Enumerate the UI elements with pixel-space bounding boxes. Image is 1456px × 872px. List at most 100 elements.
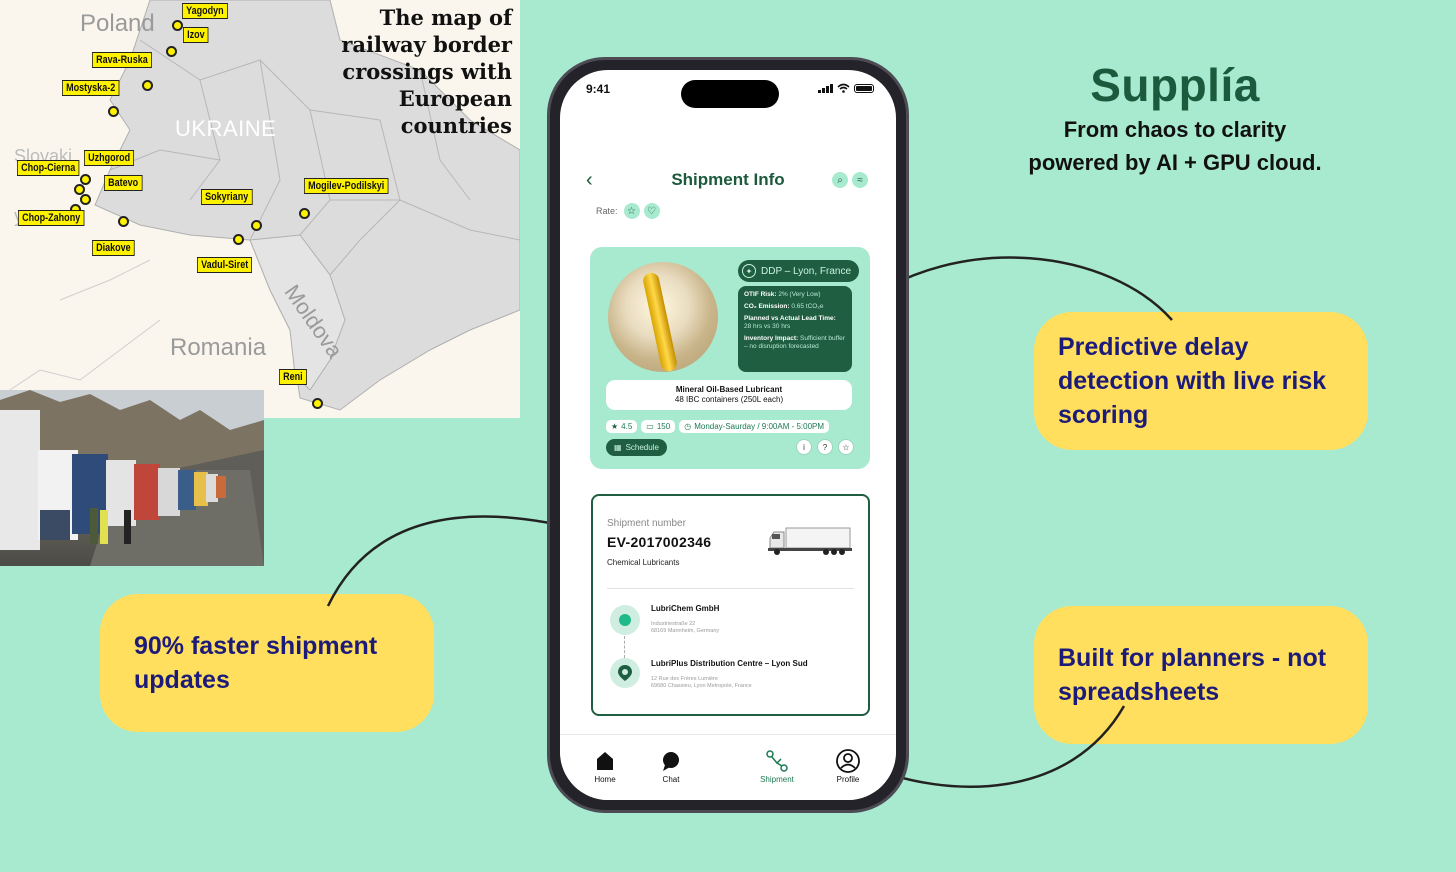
- destination-name: LubriPlus Distribution Centre – Lyon Sud: [651, 659, 808, 668]
- schedule-button[interactable]: ▦ Schedule: [606, 439, 667, 456]
- nav-actions: ⌕ ≈: [832, 172, 868, 188]
- profile-icon: [836, 749, 860, 773]
- heart-icon[interactable]: ♡: [643, 203, 660, 219]
- back-chevron-icon[interactable]: ‹: [586, 169, 593, 191]
- origin-stop: LubriChem GmbH Industriestraße 22 68169 …: [651, 604, 719, 635]
- info-icon[interactable]: i: [796, 439, 812, 455]
- incoterm-badge: ✦ DDP – Lyon, France: [738, 260, 860, 282]
- crossing-label: Chop-Zahony: [18, 210, 85, 226]
- product-quantity: 48 IBC containers (250L each): [674, 395, 784, 404]
- callout-faster-updates: 90% faster shipment updates: [100, 594, 434, 732]
- filter-icon[interactable]: ≈: [852, 172, 868, 188]
- opening-hours: Monday-Saurday / 9:00AM - 5:00PM: [694, 422, 825, 431]
- destination-address-1: 12 Rue des Frères Lumière: [651, 676, 718, 682]
- tab-home[interactable]: Home: [580, 749, 630, 784]
- country-label-ukraine: UKRAINE: [175, 116, 277, 141]
- schedule-label: Schedule: [625, 443, 659, 452]
- rate-row: Rate: ☆ ♡: [596, 203, 660, 219]
- co2-label: CO₂ Emission:: [744, 303, 790, 310]
- status-icons: [818, 83, 874, 93]
- app-screen: 9:41 ‹ Shipment Info ⌕ ≈ Rate: ☆ ♡ ✦ DDP…: [560, 70, 896, 800]
- callout-text: Predictive delay detection with live ris…: [1058, 333, 1327, 429]
- dynamic-island: [681, 80, 779, 108]
- callout-text: Built for planners - not spreadsheets: [1058, 644, 1327, 706]
- signal-icon: [818, 83, 833, 93]
- chat-icon: [663, 752, 679, 771]
- star-icon[interactable]: ☆: [623, 203, 640, 219]
- page-title: Shipment Info: [671, 170, 785, 189]
- country-label-poland: Poland: [80, 10, 155, 37]
- origin-pin-icon: [610, 605, 640, 635]
- incoterm-text: DDP – Lyon, France: [761, 265, 852, 277]
- crossing-label: Izov: [183, 27, 209, 43]
- search-icon[interactable]: ⌕: [832, 172, 848, 188]
- crossing-label: Diakove: [92, 240, 135, 256]
- tab-label: Home: [594, 775, 616, 784]
- product-name-box: Mineral Oil-Based Lubricant 48 IBC conta…: [606, 380, 852, 410]
- crossing-label: Vadul-Siret: [197, 257, 253, 273]
- crossing-dot: [142, 80, 153, 91]
- crossing-dot: [312, 398, 323, 409]
- shipment-card[interactable]: Shipment number EV-2017002346 Chemical L…: [591, 494, 870, 716]
- star-icon[interactable]: ☆: [838, 439, 854, 455]
- tab-bar: Home Chat Shipment Profile: [560, 734, 896, 800]
- truck-queue-photo: [0, 390, 264, 566]
- reviews-count: 150: [656, 422, 671, 431]
- home-icon: [597, 752, 613, 770]
- crossing-label: Uzhgorod: [84, 150, 135, 166]
- crossing-label: Sokyriany: [201, 189, 253, 205]
- shipment-category: Chemical Lubricants: [607, 558, 680, 567]
- location-pin-icon: [610, 658, 640, 688]
- crossing-label: Batevo: [104, 175, 143, 191]
- rating-pill: ★4.5: [606, 420, 638, 433]
- lead-time-label: Planned vs Actual Lead Time:: [744, 315, 836, 322]
- phone-mockup: 9:41 ‹ Shipment Info ⌕ ≈ Rate: ☆ ♡ ✦ DDP…: [547, 57, 909, 813]
- product-image: [608, 262, 718, 372]
- crossing-label: Rava-Ruska: [92, 52, 152, 68]
- shipment-number: EV-2017002346: [607, 534, 712, 550]
- map-title: The map of railway border crossings with…: [341, 5, 512, 138]
- destination-stop: LubriPlus Distribution Centre – Lyon Sud…: [651, 659, 808, 690]
- truck-icon: [768, 527, 852, 555]
- tab-label: Shipment: [760, 775, 794, 784]
- tab-profile[interactable]: Profile: [823, 749, 873, 784]
- crossing-dot: [251, 220, 262, 231]
- co2-value: 0.65 tCO₂e: [791, 303, 824, 310]
- product-card: ✦ DDP – Lyon, France OTIF Risk: 2% (Very…: [590, 247, 870, 469]
- rate-label: Rate:: [596, 206, 618, 216]
- route-line: [624, 636, 625, 658]
- location-pin-glyph: [618, 665, 632, 681]
- star-icon: ★: [611, 422, 619, 431]
- crossing-dot: [74, 184, 85, 195]
- otif-value: 2% (Very Low): [778, 291, 821, 298]
- risk-panel: OTIF Risk: 2% (Very Low) CO₂ Emission: 0…: [738, 286, 852, 372]
- help-icon[interactable]: ?: [817, 439, 833, 455]
- comment-icon: ▭: [646, 422, 654, 431]
- tab-chat[interactable]: Chat: [646, 749, 696, 784]
- destination-address-2: 69680 Chassieu, Lyon Metropole, France: [651, 683, 752, 689]
- tab-label: Profile: [836, 775, 860, 784]
- railway-map: The map of railway border crossings with…: [0, 0, 520, 418]
- origin-address-2: 68169 Mannheim, Germany: [651, 628, 720, 634]
- truck-queue-illustration: [0, 390, 264, 566]
- country-label-romania: Romania: [170, 334, 267, 361]
- wifi-icon: [837, 83, 850, 93]
- hours-pill: ◷Monday-Saurday / 9:00AM - 5:00PM: [679, 420, 830, 433]
- callout-built-for-planners: Built for planners - not spreadsheets: [1034, 606, 1368, 744]
- product-name: Mineral Oil-Based Lubricant: [675, 385, 783, 394]
- crossing-dot: [80, 174, 91, 185]
- crossing-dot: [166, 46, 177, 57]
- tab-shipment[interactable]: Shipment: [752, 749, 802, 784]
- rating-value: 4.5: [621, 422, 633, 431]
- callout-text: 90% faster shipment updates: [134, 632, 378, 694]
- status-time: 9:41: [586, 82, 611, 96]
- inventory-value: Sufficient buffer – no disruption foreca…: [744, 335, 845, 350]
- product-actions: i ? ☆: [796, 439, 854, 455]
- reviews-pill[interactable]: ▭150: [641, 420, 676, 433]
- tab-label: Chat: [662, 775, 680, 784]
- calendar-icon: ▦: [614, 443, 622, 452]
- brand-name: Supplía: [1090, 59, 1260, 111]
- divider: [607, 588, 854, 589]
- crossing-label: Reni: [279, 369, 307, 385]
- crossing-dot: [80, 194, 91, 205]
